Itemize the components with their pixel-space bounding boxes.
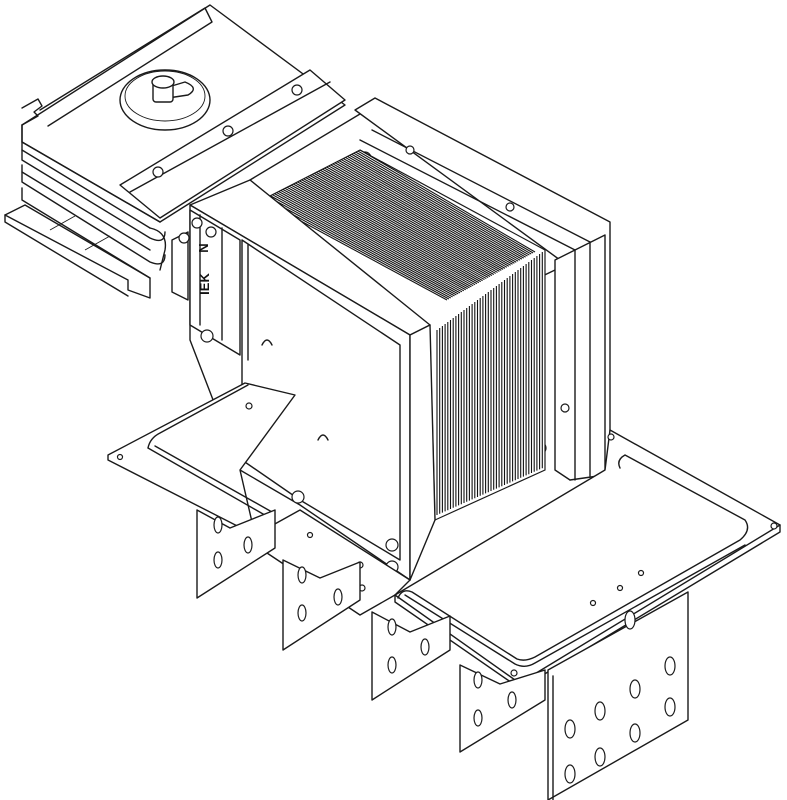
- connection-busbars: [196, 509, 689, 800]
- clamp-bolt: [119, 69, 211, 131]
- fin-stack: [249, 97, 611, 521]
- flange-plate: [107, 382, 781, 686]
- brand-label: IEK: [197, 273, 212, 295]
- front-frame: N IEK: [171, 179, 436, 581]
- phase-label: N: [196, 243, 211, 252]
- label-plate: N IEK: [189, 209, 241, 356]
